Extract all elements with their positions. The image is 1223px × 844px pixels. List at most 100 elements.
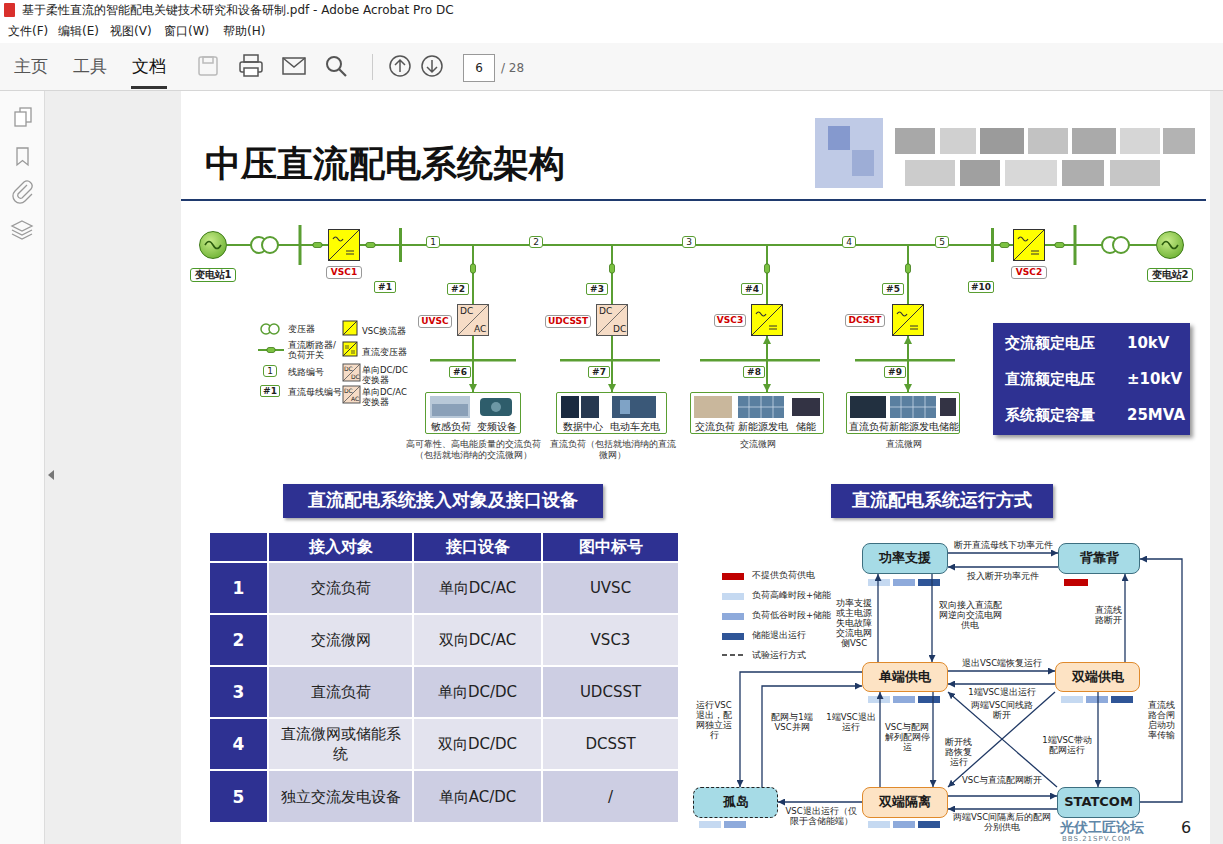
connector: [948, 552, 1058, 553]
svg-part: [343, 386, 360, 403]
svg-part: [432, 404, 468, 416]
connector: [762, 686, 862, 787]
rating-value: 25MVA: [1127, 405, 1187, 425]
section-banner: 直流配电系统接入对象及接口设备: [283, 484, 603, 518]
svg-part: [199, 57, 217, 75]
svg-part: [15, 112, 26, 126]
svg-part: [910, 326, 918, 329]
line-number: 1: [426, 236, 440, 248]
svg-part: [792, 398, 820, 416]
table-text: 4: [210, 719, 267, 769]
table-cell: [210, 533, 267, 561]
load-caption: 直流微网: [874, 439, 934, 450]
svg-part: [852, 150, 874, 176]
toolbar-tab: 主页: [14, 56, 48, 76]
rating-name: 系统额定容量: [1005, 405, 1125, 425]
svg-part: [269, 324, 279, 334]
svg-part: [766, 245, 768, 304]
svg-part: [890, 396, 936, 418]
svg-part: [0, 90, 1223, 91]
rating-value: ±10kV: [1127, 369, 1187, 389]
mode-box: 功率支援: [862, 543, 948, 574]
load-label: 数据中心: [561, 421, 605, 432]
toolbar-tab: 工具: [73, 56, 107, 76]
load-label: 交流负荷: [694, 421, 736, 432]
svg-part: [868, 696, 890, 703]
table-text: 单向AC/DC: [414, 771, 541, 822]
edge-label: 1端VSC退出运行: [952, 687, 1052, 697]
edge-label: 退出VSC端恢复运行: [952, 658, 1052, 668]
connector: [879, 692, 880, 787]
svg-part: [48, 470, 54, 480]
table-text: 1: [210, 563, 267, 613]
edge-label: 断开直流母线下功率元件: [952, 540, 1054, 550]
watermark: 光伏工匠论坛: [1060, 820, 1144, 835]
svg-part: [395, 60, 405, 72]
table-text: 直流微网或储能系统: [269, 719, 412, 769]
edge-label: VSC与配网解列配网停运: [884, 722, 930, 752]
load-label: 新能源发电: [737, 421, 789, 432]
converter-port: DC: [599, 306, 612, 316]
load-caption: 高可靠性、高电能质量的交流负荷（包括就地消纳的交流微网）: [404, 439, 542, 461]
svg-part: [333, 237, 343, 241]
dashed-legend-sample: [722, 654, 746, 656]
section-banner: 直流配电系统运行方式: [831, 484, 1053, 518]
svg-part: [390, 56, 410, 76]
dc-transformer: DCSST: [892, 304, 924, 336]
edge-label-text: 直流线路合闸启动功率传输: [1148, 700, 1175, 740]
bus-number: #3: [586, 283, 608, 295]
svg-part: [597, 305, 627, 335]
load-caption: 直流负荷（包括就地消纳的直流微网）: [547, 439, 678, 461]
edge-label: 断开线路恢复运行: [941, 737, 976, 767]
svg-part: [0, 91, 44, 844]
bus-number: #10: [968, 281, 994, 293]
legend-sample: DC: [344, 365, 353, 372]
load-label: 变频设备: [475, 421, 519, 432]
svg-part: [200, 232, 226, 258]
svg-part: [1014, 230, 1044, 260]
page-number-input: 6: [463, 61, 495, 75]
connector: [1124, 574, 1125, 662]
vsc-converter: VSC2: [1013, 229, 1045, 261]
svg-part: [752, 305, 782, 335]
window-title: 基于柔性直流的智能配电关键技术研究和设备研制.pdf - Adobe Acrob…: [22, 3, 454, 17]
svg-part: [283, 58, 305, 67]
mode-name: 孤岛: [694, 788, 777, 816]
svg-part: [1014, 230, 1044, 260]
edge-label-text: 1端VSC带动配网运行: [1042, 735, 1092, 755]
svg-part: [283, 58, 305, 74]
connector: [932, 692, 933, 787]
edge-label: 投入断开功率元件: [952, 571, 1054, 581]
svg-part: [612, 396, 656, 418]
legend-swatch: [722, 633, 744, 640]
edge-label-text: 退出VSC端恢复运行: [962, 658, 1042, 668]
table-text: 接入对象: [269, 533, 412, 561]
connector: [948, 566, 1058, 567]
svg-part: [343, 321, 357, 335]
svg-part: [907, 245, 909, 304]
mode-name: 双端隔离: [863, 788, 947, 816]
legend-text: 变压器: [288, 324, 344, 334]
rating-value: 10kV: [1127, 333, 1187, 353]
connector: [948, 808, 1057, 809]
page-count: / 28: [501, 61, 524, 75]
load-box: 数据中心电动车充电直流负荷（包括就地消纳的直流微网）: [556, 392, 667, 434]
svg-part: [329, 230, 359, 260]
connector: [948, 795, 1057, 796]
converter-port: AC: [474, 324, 486, 334]
svg-part: [752, 305, 782, 335]
legend-text: 负荷低谷时段+储能: [752, 610, 847, 620]
banner-text: 直流配电系统运行方式: [831, 484, 1053, 516]
edge-label-text: 两端VSC间线路断开: [971, 700, 1033, 720]
connector: [766, 336, 768, 392]
svg-part: [1064, 579, 1088, 586]
load-label: 新能源发电: [889, 421, 939, 432]
bus-number: #2: [447, 283, 469, 295]
load-pictures: [430, 396, 956, 418]
menu-item: 帮助(H): [223, 24, 265, 38]
legend-text: VSC换流器: [362, 326, 422, 336]
legend-text: 直流母线编号: [288, 387, 344, 397]
edge-label-text: 双向接入直流配网逆向交流电网供电: [939, 600, 1002, 630]
svg-part: [700, 359, 820, 362]
